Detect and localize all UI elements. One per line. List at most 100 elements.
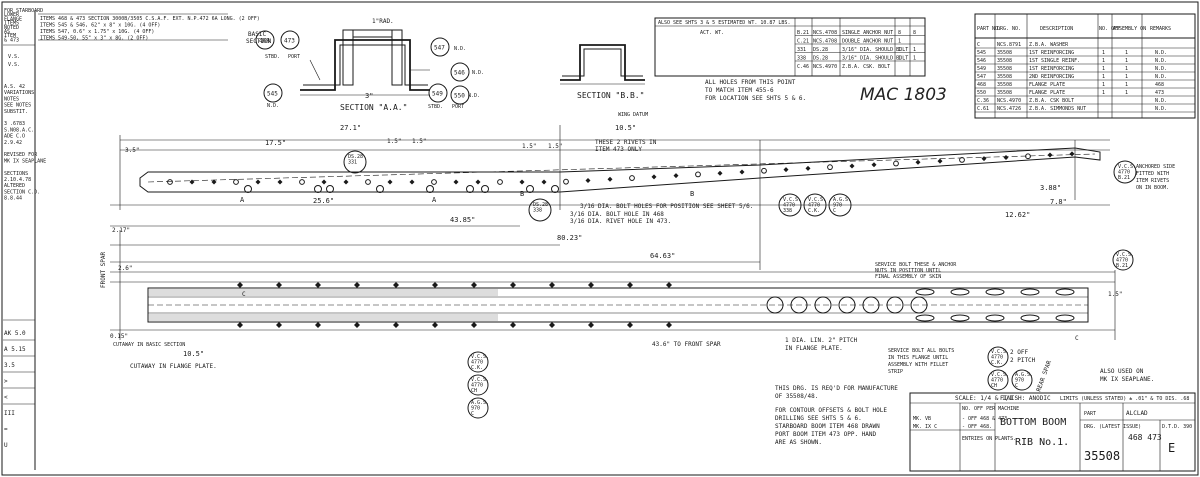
lower-rivet-mark	[549, 322, 555, 328]
parts-cell-rem: N.D.	[1155, 50, 1167, 56]
parts-cell-off: 1	[1102, 50, 1105, 56]
callout-circle	[778, 193, 802, 217]
dtd-label: D.T.D. 390	[1162, 424, 1192, 430]
note-service-all-2: IN THIS FLANGE UNTIL	[888, 355, 948, 361]
callout-circle-text: C	[833, 208, 836, 214]
bolt-hole	[526, 185, 534, 193]
rivet-mark	[189, 179, 195, 185]
dim-1-5-b: 1.5"	[412, 138, 426, 145]
strip-revision-line: MK IX SEAPLANE	[4, 158, 46, 164]
lower-callout-text: V.C.S.	[471, 377, 489, 383]
lower-callout-text: C.K.	[471, 365, 483, 371]
parts-header: DRG. NO.	[997, 26, 1021, 32]
strip-top-line: & 473	[4, 37, 19, 43]
note-rivets-2: ITEM 473 ONLY	[595, 146, 642, 153]
upper-elevation-view	[110, 125, 1110, 270]
strip-revision-line: S.N08.A.C.	[4, 127, 34, 133]
parts-header: DESCRIPTION	[1040, 26, 1073, 32]
strip-top-line: AS	[4, 29, 10, 35]
wt-row-q2: 1	[913, 47, 916, 53]
lower-rivet-mark	[471, 322, 477, 328]
strip-revision-line: ALTERED	[4, 183, 25, 189]
rivet-mark	[211, 179, 217, 185]
parts-cell-desc: Z.B.A. SIMMONDS NUT	[1029, 106, 1086, 112]
parts-cell-on: 1	[1125, 82, 1128, 88]
rivet-mark	[277, 179, 283, 185]
dim-43-85: 43.85"	[450, 216, 475, 224]
lower-rivet-mark	[354, 322, 360, 328]
section-aa-view	[300, 29, 430, 96]
parts-cell-part: 550	[977, 90, 986, 96]
rivet-mark	[409, 179, 415, 185]
lower-rivet-mark	[666, 282, 672, 288]
callout-circle-text: 338	[533, 208, 542, 214]
lower-callout-text: 4770	[471, 360, 483, 366]
rivet-mark	[475, 179, 481, 185]
callout-circle-text: A.G.S.	[833, 197, 851, 203]
rear-spar-label: REAR SPAR	[1035, 359, 1053, 392]
also-used-1: ALSO USED ON	[1100, 368, 1144, 375]
lower-callout-text: 4770	[471, 383, 483, 389]
dim-1-5-c: 1.5"	[522, 143, 536, 150]
lower-callout-circle	[1112, 249, 1134, 271]
anchor-nut	[950, 314, 970, 322]
callout-circle-text: B.21	[1118, 175, 1130, 181]
lower-rivet-mark	[588, 322, 594, 328]
note-service-all-4: STRIP	[888, 369, 903, 375]
callout-circle-text: 4770	[1118, 170, 1130, 176]
note-bolt-holes: 3/16 DIA. BOLT HOLES FOR POSITION SEE SH…	[580, 203, 753, 210]
flange-hole	[886, 296, 904, 314]
parts-cell-on: 1	[1125, 58, 1128, 64]
strip-revision-line: NOTES	[4, 96, 19, 102]
parts-cell-part: 546	[977, 58, 986, 64]
item-note-line: ITEMS 549-50, 55" x 3" x 8G. (2 OFF)	[40, 36, 148, 42]
dim-0-15: 0.15"	[110, 333, 128, 340]
parts-cell-on: 1	[1125, 50, 1128, 56]
item-notes: ITEMS 468 & 473 SECTION 3000B/3505 C.S.A…	[40, 16, 260, 42]
callout-circle-text: 4770	[808, 203, 820, 209]
section-bb-view: SECTION "B.B."	[560, 44, 645, 100]
upper-view-labels: ALL HOLES FROM THIS POINT TO MATCH ITEM …	[125, 79, 1175, 225]
lower-callout-circle	[987, 369, 1009, 391]
lower-rivet-mark	[510, 282, 516, 288]
wt-row-q2: 8	[913, 30, 916, 36]
parts-cell-part: 545	[977, 50, 986, 56]
lower-rivet-mark	[432, 322, 438, 328]
lower-rivet-mark	[549, 282, 555, 288]
note-cutaway-flange: CUTAWAY IN FLANGE PLATE.	[130, 363, 217, 370]
item-circle	[280, 30, 300, 50]
lower-rivet-mark	[393, 282, 399, 288]
parts-cell-rem: N.D.	[1155, 66, 1167, 72]
anchor-nut	[985, 314, 1005, 322]
mk2-label: MK. IX C	[913, 424, 937, 430]
parts-cell-drg: NCS.4726	[997, 106, 1021, 112]
lower-callout-text: 970	[1015, 378, 1024, 384]
section-mark-a-2: A	[432, 196, 437, 204]
anchor-nut	[915, 288, 935, 296]
item-circle	[450, 62, 470, 82]
scale-label: SCALE: 1/4 & 1/1	[955, 395, 1013, 402]
lower-callout-circle	[1011, 369, 1033, 391]
strip-bottom-entry: III	[4, 410, 15, 417]
nd-label-1: N.D.	[267, 103, 279, 109]
parts-cell-on: 1	[1125, 90, 1128, 96]
dim-1-5-lower: 1.5"	[1108, 291, 1122, 298]
note-2-off: 2 OFF	[1010, 349, 1028, 356]
parts-cell-rem: N.D.	[1155, 74, 1167, 80]
lower-callout-text: V.C.S.	[991, 349, 1009, 355]
port-label: PORT	[288, 54, 300, 60]
strip-top-line: NOTED	[4, 25, 19, 31]
lower-callout-text: B.21	[1116, 263, 1128, 269]
section-bb-title: SECTION "B.B."	[577, 91, 644, 100]
parts-cell-desc: Z.B.A. CSK BOLT	[1029, 98, 1074, 104]
qty2-label: - OFF 468.	[962, 424, 992, 430]
lower-callout-text: 4770	[1116, 258, 1128, 264]
rivet-mark	[585, 177, 591, 183]
basic-section-label-2: SECTION	[246, 38, 272, 45]
callout-circle-text: V.C.S.	[808, 197, 826, 203]
lower-callout-circle	[987, 346, 1009, 368]
lower-callout-text: A.G.S.	[471, 400, 489, 406]
rivet-mark	[915, 159, 921, 165]
